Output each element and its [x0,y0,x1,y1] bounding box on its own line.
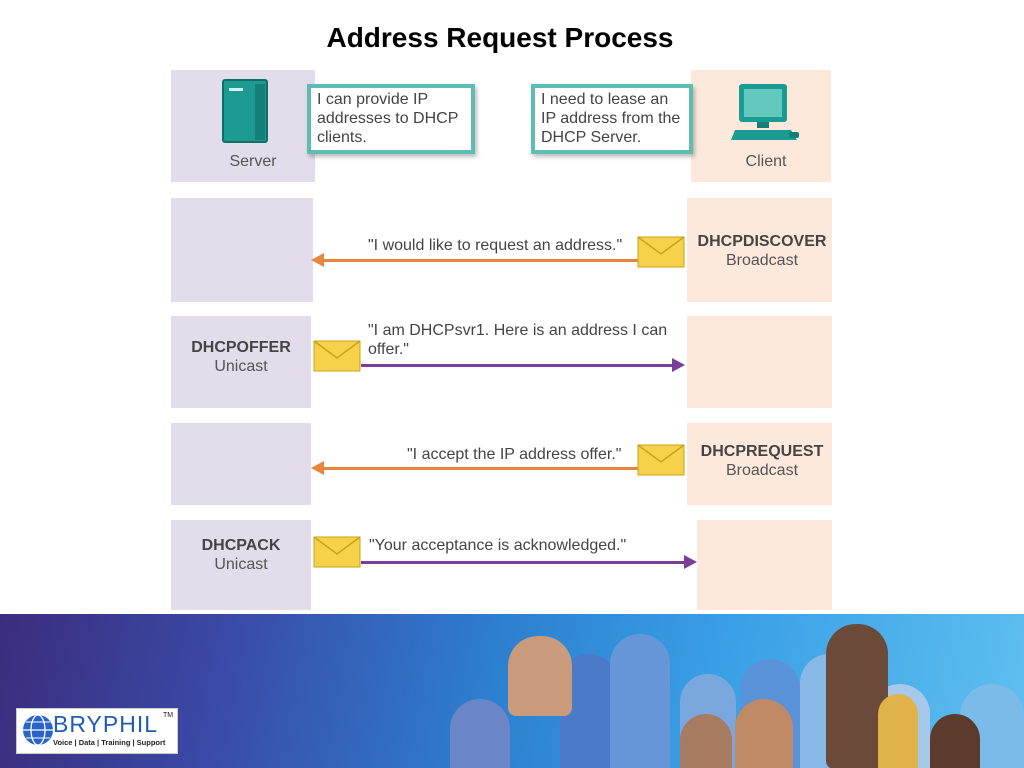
person-photo [930,714,980,768]
globe-icon [23,714,53,746]
person-photo [735,699,793,768]
arrow-to-client-offer [361,358,685,372]
person-photo [508,636,572,716]
client-label: Client [745,153,787,170]
message-label-discover: DHCPDISCOVER Broadcast [687,232,837,270]
person-photo [878,694,918,768]
message-label-ack: DHCPACK Unicast [171,536,311,574]
message-name: DHCPDISCOVER [697,233,827,250]
person-photo [680,714,732,768]
message-quote-offer: "I am DHCPsvr1. Here is an address I can… [368,322,668,358]
server-panel-request [171,423,311,505]
client-speech-bubble: I need to lease an IP address from the D… [531,84,693,154]
envelope-icon [313,340,361,372]
server-panel-discover [171,198,313,302]
banner-column [450,699,510,768]
page-title: Address Request Process [326,22,674,53]
computer-icon [731,84,799,140]
message-quote-ack: "Your acceptance is acknowledged." [369,537,627,554]
company-logo: BRYPHIL TM Voice | Data | Training | Sup… [16,708,178,754]
client-header-panel: Client [691,70,831,182]
message-name: DHCPOFFER [191,339,291,356]
message-type: Broadcast [725,252,799,269]
arrow-to-server-discover [311,253,641,267]
logo-tagline: Voice | Data | Training | Support [53,738,166,747]
message-name: DHCPACK [201,537,281,554]
server-tower-icon [222,79,268,143]
message-name: DHCPREQUEST [700,443,824,460]
arrow-to-server-request [311,461,641,475]
client-panel-discover: DHCPDISCOVER Broadcast [687,198,832,302]
message-type: Broadcast [725,462,799,479]
envelope-icon [637,236,685,268]
envelope-icon [637,444,685,476]
server-panel-ack: DHCPACK Unicast [171,520,311,610]
message-label-offer: DHCPOFFER Unicast [171,338,311,376]
envelope-icon [313,536,361,568]
server-speech-bubble: I can provide IP addresses to DHCP clien… [307,84,475,154]
server-panel-offer: DHCPOFFER Unicast [171,316,311,408]
client-panel-offer [687,316,832,408]
message-label-request: DHCPREQUEST Broadcast [687,442,837,480]
client-panel-request: DHCPREQUEST Broadcast [687,423,832,505]
client-panel-ack [697,520,832,610]
logo-trademark: TM [163,712,174,719]
server-label: Server [229,153,277,170]
message-type: Unicast [214,358,268,375]
person-photo [826,624,888,768]
arrow-to-client-ack [361,555,697,569]
message-quote-discover: "I would like to request an address." [368,237,623,254]
message-type: Unicast [214,556,268,573]
banner-column [610,634,670,768]
server-header-panel: Server [171,70,315,182]
logo-name: BRYPHIL [53,711,159,737]
dhcp-diagram: Server I can provide IP addresses to DHC… [163,66,837,616]
message-quote-request: "I accept the IP address offer." [407,446,622,463]
